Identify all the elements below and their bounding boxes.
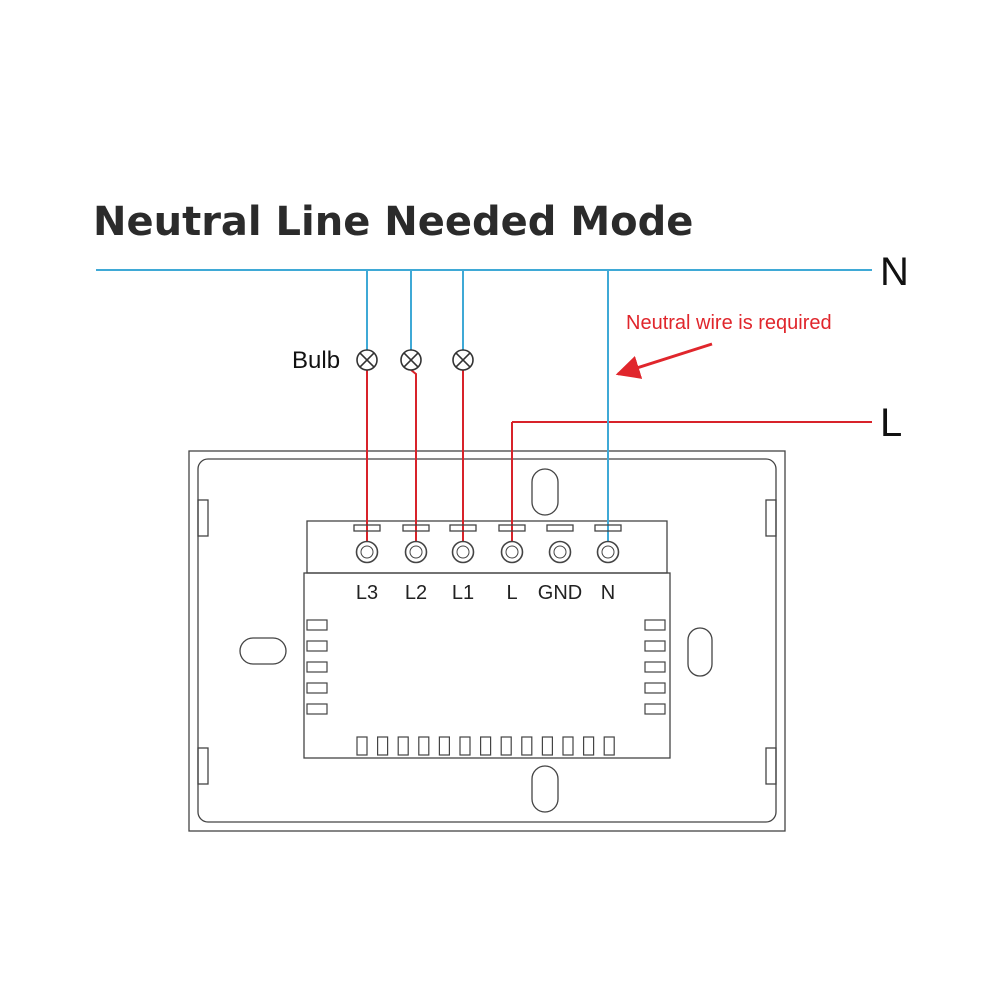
- vent-bottom: [582, 736, 595, 756]
- vent-bottom: [480, 736, 492, 756]
- mounting-slot-bottom: [531, 765, 559, 813]
- live-rail-label: L: [880, 401, 902, 445]
- terminal-label: GND: [538, 582, 582, 604]
- mounting-slot-top: [531, 468, 559, 516]
- vent-bottom: [377, 736, 389, 756]
- bulbs: [356, 349, 474, 371]
- module-body: [303, 572, 671, 759]
- bulb-cross: [359, 352, 375, 368]
- terminal-l3: L3: [353, 524, 381, 604]
- screw-terminal-icon: [500, 540, 524, 564]
- screw-head: [505, 545, 519, 559]
- diagram-title: Neutral Line Needed Mode: [93, 199, 693, 245]
- neutral-required-note: Neutral wire is required: [626, 312, 832, 334]
- terminals: L3 L2 L1 L GND N: [353, 524, 622, 604]
- terminal-slot: [498, 524, 526, 532]
- bulb-cross: [403, 352, 419, 368]
- terminal-label: L1: [452, 582, 474, 604]
- mounting-slot-left: [239, 637, 287, 665]
- lamp-cross-circle-icon: [356, 349, 378, 371]
- screw-terminal-icon: [596, 540, 620, 564]
- vent-left: [306, 661, 328, 673]
- terminal-slot: [546, 524, 574, 532]
- terminal-l1: L1: [449, 524, 477, 604]
- vent-right: [644, 619, 666, 631]
- switch-plate: [188, 450, 786, 832]
- vent-right: [644, 682, 666, 694]
- terminal-slot: [449, 524, 477, 532]
- terminal-l2: L2: [402, 524, 430, 604]
- arrow-left-icon: [615, 342, 713, 379]
- vent-bottom: [356, 736, 368, 756]
- mounting-slot-right: [687, 627, 713, 677]
- wires: [366, 270, 609, 545]
- vent-bottom: [562, 736, 574, 756]
- screw-terminal-icon: [404, 540, 428, 564]
- vent-bottom: [438, 736, 450, 756]
- vent-bottom: [459, 736, 471, 756]
- vent-left: [306, 703, 328, 715]
- bulb-cross: [455, 352, 471, 368]
- vent-bottom: [521, 736, 533, 756]
- lamp-cross-circle-icon: [452, 349, 474, 371]
- screw-head: [360, 545, 374, 559]
- terminal-label: L3: [356, 582, 378, 604]
- vent-right: [644, 703, 666, 715]
- vent-bottom: [397, 736, 409, 756]
- load-wire: [410, 369, 417, 545]
- neutral-rail-label: N: [880, 250, 909, 294]
- vent-left: [306, 640, 328, 652]
- lamp-cross-circle-icon: [400, 349, 422, 371]
- screw-head: [553, 545, 567, 559]
- terminal-slot: [402, 524, 430, 532]
- screw-head: [601, 545, 615, 559]
- screw-terminal-icon: [451, 540, 475, 564]
- terminal-label: L2: [405, 582, 427, 604]
- vent-right: [644, 661, 666, 673]
- vent-left: [306, 619, 328, 631]
- vent-bottom: [541, 736, 554, 756]
- terminal-n: N: [594, 524, 622, 604]
- vent-bottom: [603, 736, 615, 756]
- vent-bottom: [418, 736, 430, 756]
- screw-head: [409, 545, 423, 559]
- vent-right: [644, 640, 666, 652]
- terminal-slot: [353, 524, 381, 532]
- screw-head: [456, 545, 470, 559]
- terminal-slot: [594, 524, 622, 532]
- vent-bottom: [500, 736, 512, 756]
- vent-left: [306, 682, 328, 694]
- terminal-label: N: [601, 582, 615, 604]
- screw-terminal-icon: [548, 540, 572, 564]
- terminal-gnd: GND: [538, 524, 582, 604]
- screw-terminal-icon: [355, 540, 379, 564]
- terminal-label: L: [506, 582, 517, 604]
- bulb-label: Bulb: [292, 347, 340, 374]
- terminal-l: L: [498, 524, 526, 604]
